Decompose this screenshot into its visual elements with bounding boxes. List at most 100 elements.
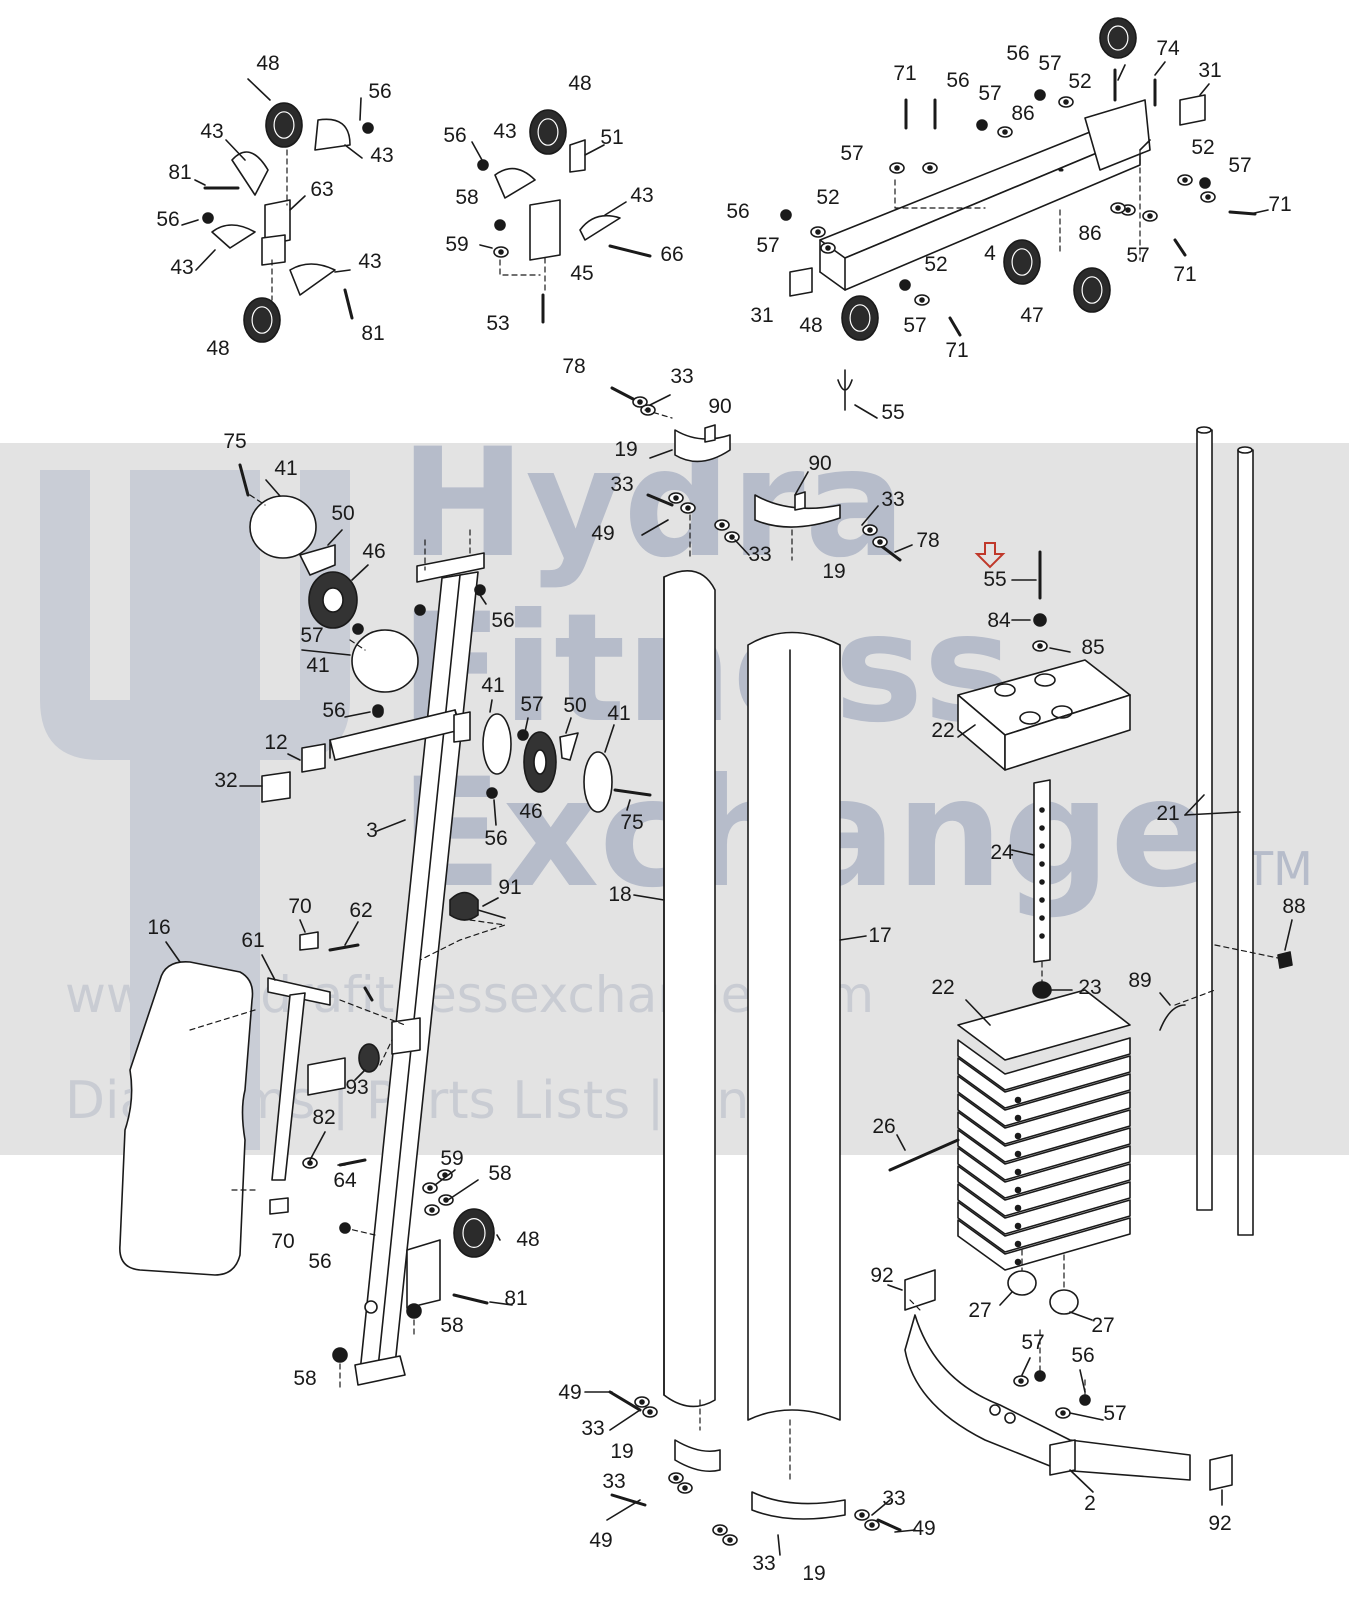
part-label: 41 [274,457,297,480]
part-label: 70 [271,1230,294,1253]
part-label: 57 [1021,1331,1044,1354]
leader-line [871,1499,891,1516]
leader-line [261,954,276,981]
hardware-dot [202,212,214,224]
hardware-dot [1039,825,1045,831]
washer-hole [427,1185,433,1191]
leader-line [1069,1469,1094,1493]
part-label: 47 [1020,304,1043,327]
leader-line [471,141,483,161]
bracket [264,199,291,246]
leader-line [1011,849,1035,856]
rod-top [1237,446,1253,454]
washer-hole [639,1399,645,1405]
hardware-dot [1033,613,1047,627]
part-label: 56 [1071,1344,1094,1367]
bolt [610,1493,647,1507]
leader-line [1159,992,1171,1006]
drawing-lines [119,17,1293,1556]
seat-post [271,992,306,1181]
hardware-dot [899,279,911,291]
pulley-guard [211,224,256,249]
part-label: 16 [147,916,170,939]
column-base-plate [354,1355,406,1386]
hardware-dot [494,219,506,231]
pulley-disc [482,713,512,775]
washer-hole [682,1485,688,1491]
part-label: 48 [516,1228,539,1251]
bolt [878,543,902,562]
pulley-guard [494,167,536,199]
alignment-line [189,999,406,1191]
watermark-logo-mark [40,470,350,1150]
washer-hole [1060,1410,1066,1416]
part-label: 31 [750,304,773,327]
weight-plate [957,1055,1131,1109]
part-label: 81 [168,161,191,184]
leader-line [887,1284,903,1291]
part-label: 33 [881,488,904,511]
top-plate-front [1004,694,1131,771]
leader-line [247,78,271,101]
part-label: 41 [607,702,630,725]
part-label: 17 [868,924,891,947]
part-label: 21 [1156,802,1179,825]
part-label: 58 [440,1314,463,1337]
hardware-dot [1039,843,1045,849]
part-label: 75 [620,811,643,834]
leader-line [641,519,669,536]
watermark-trademark: TM [1244,842,1313,896]
weight-plate [957,1109,1131,1163]
part-label: 56 [946,69,969,92]
leader-line [604,201,627,216]
part-label: 4 [984,242,996,265]
bolt [338,1158,367,1167]
part-label: 33 [748,543,771,566]
part-label: 43 [200,120,223,143]
part-label: 48 [206,337,229,360]
leader-line [351,564,369,581]
washer-hole [685,505,691,511]
part-label: 49 [591,522,614,545]
leader-line [376,819,406,832]
pulley-wheel-spokes [537,118,559,146]
shroud-bracket [751,1491,846,1520]
hardware-dot [517,729,529,741]
leader-line [181,219,199,226]
washer-hole [894,165,900,171]
part-label: 43 [370,144,393,167]
column-edge [377,574,461,1369]
washer-hole [1002,129,1008,135]
alignment-line [699,1399,791,1481]
spring-pin [269,1197,289,1215]
weight-plate-top [957,989,1131,1061]
alignment-line [1174,944,1279,1006]
part-label: 82 [312,1106,335,1129]
part-label: 58 [455,186,478,209]
pulley-disc [583,751,613,813]
hardware-dot [1039,879,1045,885]
bolt [646,493,674,507]
hardware-dot [1199,177,1211,189]
bracket-plate [569,139,586,173]
washer-hole [719,522,725,528]
end-cap [904,1269,936,1311]
rod-top [1196,426,1212,434]
bumper [1007,1270,1037,1296]
part-label: 19 [614,438,637,461]
part-label: 57 [978,82,1001,105]
plate-hole [1019,711,1041,725]
part-label: 22 [931,976,954,999]
hardware-dot [1014,1168,1022,1176]
leader-line [609,1409,641,1431]
frame-edge [819,271,846,291]
part-label: 50 [331,502,354,525]
leader-line [524,717,529,733]
leader-line [489,699,493,713]
part-label: 33 [610,473,633,496]
bolt [608,244,652,258]
washer-hole [717,1527,723,1533]
end-cap [301,743,326,773]
